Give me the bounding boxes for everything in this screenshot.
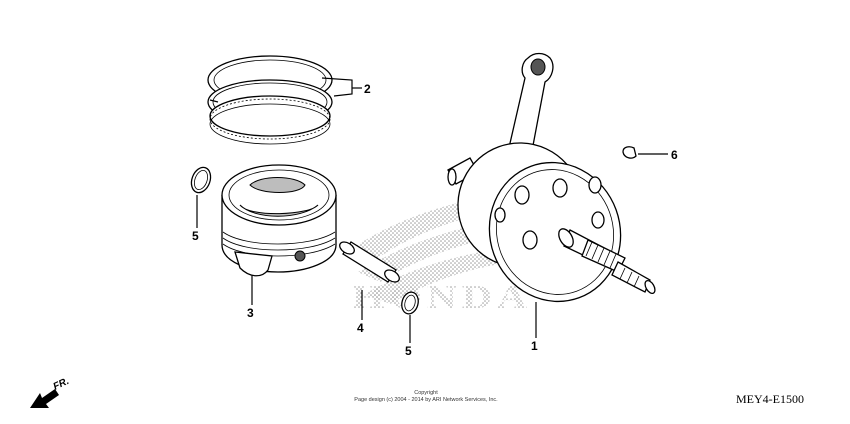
piston-pin-clip-right: [401, 291, 419, 315]
front-direction-arrow: FR.: [30, 376, 71, 408]
copyright-line-2: Page design (c) 2004 - 2014 by ARI Netwo…: [354, 397, 498, 403]
arrow-icon: [30, 389, 59, 408]
callout-5-right: 5: [405, 344, 412, 358]
direction-label: FR.: [52, 376, 71, 393]
callout-1: 1: [531, 339, 538, 353]
piston: [221, 164, 337, 277]
callout-3: 3: [247, 306, 254, 320]
copyright-line-1: Copyright: [414, 390, 438, 396]
honda-watermark-text: HONDA: [352, 279, 532, 316]
leader-lines: [196, 77, 668, 343]
callout-6: 6: [671, 148, 678, 162]
woodruff-key: [622, 146, 637, 159]
piston-ring-set: [207, 55, 333, 145]
callout-5-left: 5: [192, 229, 199, 243]
piston-pin-clip-left: [190, 166, 212, 194]
piston-pin: [339, 241, 400, 283]
callout-2: 2: [364, 82, 371, 96]
crankshaft-assembly: [447, 52, 656, 303]
diagram-code: MEY4-E1500: [736, 392, 804, 406]
callout-4: 4: [357, 321, 364, 335]
